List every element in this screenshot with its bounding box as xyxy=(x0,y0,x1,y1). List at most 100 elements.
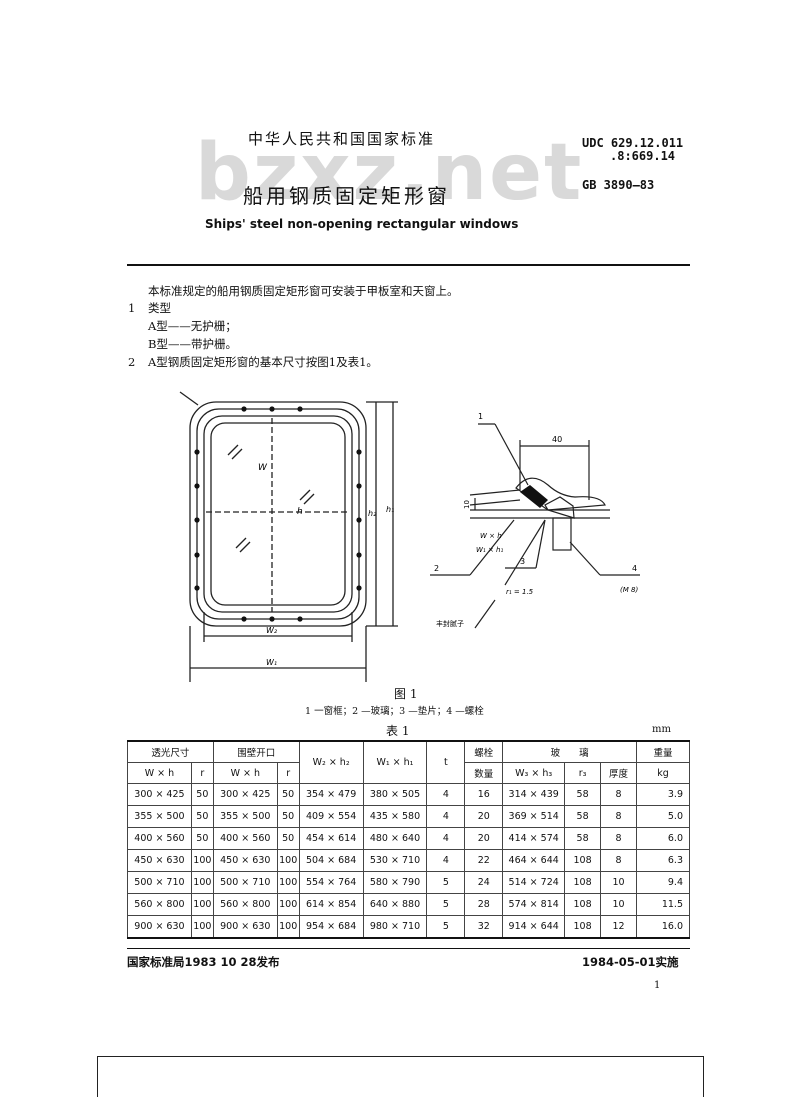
table-cell: 108 xyxy=(564,915,602,939)
label-m8: (M 8) xyxy=(620,586,638,594)
page-number: 1 xyxy=(654,980,661,991)
label-h: h xyxy=(297,507,303,517)
table-cell: 8 xyxy=(600,849,637,872)
header-w1h1: W₁ × h₁ xyxy=(362,740,428,784)
udc-code: UDC 629.12.011 .8:669.14 xyxy=(582,137,683,163)
section-1-title: 类型 xyxy=(148,301,171,315)
table-cell: 24 xyxy=(464,871,504,894)
table-cell: 4 xyxy=(426,805,466,828)
table-cell: 100 xyxy=(190,871,214,894)
table-cell: 5 xyxy=(426,893,466,916)
table-cell: 435 × 580 xyxy=(362,805,428,828)
label-wh: W × h xyxy=(480,532,502,540)
table-cell: 50 xyxy=(276,783,300,806)
table-cell: 108 xyxy=(564,893,602,916)
glass-hatch xyxy=(239,541,251,553)
table-cell: 32 xyxy=(464,915,504,939)
type-b: B型——带护栅。 xyxy=(148,337,237,351)
table-cell: 11.5 xyxy=(635,893,691,916)
table-cell: 4 xyxy=(426,783,466,806)
table-title: 表 1 xyxy=(386,724,410,738)
table-cell: 50 xyxy=(190,783,214,806)
table-cell: 380 × 505 xyxy=(362,783,428,806)
section-2-number: 2 xyxy=(128,355,136,369)
intro-paragraph: 本标准规定的船用钢质固定矩形窗可安装于甲板室和天窗上。 xyxy=(148,284,459,298)
label-2: 2 xyxy=(434,564,439,573)
table-cell: 354 × 479 xyxy=(298,783,364,806)
footer-rule xyxy=(127,948,690,949)
table-cell: 9.4 xyxy=(635,871,691,894)
watermark: bzxz.net xyxy=(195,128,584,218)
header-r3: r₃ xyxy=(564,762,602,784)
table-cell: 20 xyxy=(464,827,504,850)
table-cell: 500 × 710 xyxy=(127,871,192,894)
table-cell: 12 xyxy=(600,915,637,939)
table-cell: 574 × 814 xyxy=(502,893,566,916)
window-frame-middle xyxy=(196,408,360,620)
label-h1: h₁ xyxy=(386,505,394,514)
udc-line-2: .8:669.14 xyxy=(610,149,676,163)
type-a: A型——无护栅； xyxy=(148,319,237,333)
table-cell: 4 xyxy=(426,849,466,872)
label-40: 40 xyxy=(552,435,562,444)
header-wall-opening: 围壁开口 xyxy=(212,740,300,763)
glass-hatch xyxy=(299,489,311,501)
label-1: 1 xyxy=(478,412,483,421)
spec-table: 透光尺寸 围壁开口 W₂ × h₂ W₁ × h₁ t 螺栓 玻 璃 重量 W … xyxy=(127,740,691,939)
table-cell: 6.3 xyxy=(635,849,691,872)
table-cell: 8 xyxy=(600,805,637,828)
table-cell: 314 × 439 xyxy=(502,783,566,806)
table-cell: 8 xyxy=(600,827,637,850)
table-cell: 28 xyxy=(464,893,504,916)
table-cell: 108 xyxy=(564,849,602,872)
section-1-number: 1 xyxy=(128,301,136,315)
section-2-text: A型钢质固定矩形窗的基本尺寸按图1及表1。 xyxy=(148,355,378,369)
table-cell: 464 × 644 xyxy=(502,849,566,872)
bolt-holes xyxy=(194,406,362,622)
table-cell: 560 × 800 xyxy=(127,893,192,916)
label-W: W xyxy=(258,463,268,473)
country-standard-heading: 中华人民共和国国家标准 xyxy=(248,130,436,148)
header-t: t xyxy=(426,740,466,784)
table-cell: 4 xyxy=(426,827,466,850)
header-weight: 重量 xyxy=(635,740,691,763)
table-cell: 400 × 560 xyxy=(212,827,278,850)
udc-line-1: UDC 629.12.011 xyxy=(582,136,684,150)
table-cell: 100 xyxy=(190,915,214,939)
table-cell: 530 × 710 xyxy=(362,849,428,872)
window-glass-edge xyxy=(210,422,346,606)
figure-1-drawing: W h h₂ h₁ W₂ W₁ 1 2 3 4 40 10 W × h W₁ ×… xyxy=(179,391,640,682)
label-10: 10 xyxy=(463,500,471,509)
table-cell: 100 xyxy=(276,915,300,939)
table-unit: mm xyxy=(652,724,671,735)
table-cell: 50 xyxy=(190,805,214,828)
table-cell: 514 × 724 xyxy=(502,871,566,894)
table-cell: 10 xyxy=(600,893,637,916)
header-wh-1: W × h xyxy=(127,762,192,784)
table-cell: 50 xyxy=(276,805,300,828)
table-cell: 640 × 880 xyxy=(362,893,428,916)
table-cell: 58 xyxy=(564,805,602,828)
table-cell: 5 xyxy=(426,915,466,939)
table-cell: 58 xyxy=(564,827,602,850)
standard-title-en: Ships' steel non-opening rectangular win… xyxy=(205,217,519,231)
effective-date: 1984-05-01实施 xyxy=(582,955,679,969)
label-seal: 丰封腻子 xyxy=(436,619,464,628)
table-cell: 369 × 514 xyxy=(502,805,566,828)
table-cell: 100 xyxy=(276,871,300,894)
header-glass-size: W₃ × h₃ xyxy=(502,762,566,784)
table-cell: 58 xyxy=(564,783,602,806)
table-cell: 554 × 764 xyxy=(298,871,364,894)
figure-legend: 1 一窗框；2 —玻璃；3 —垫片；4 —螺栓 xyxy=(305,706,484,717)
table-cell: 100 xyxy=(190,849,214,872)
gasket-fill xyxy=(520,485,548,508)
header-kg: kg xyxy=(635,762,691,784)
table-cell: 580 × 790 xyxy=(362,871,428,894)
glass-hatch xyxy=(235,537,247,549)
table-cell: 108 xyxy=(564,871,602,894)
